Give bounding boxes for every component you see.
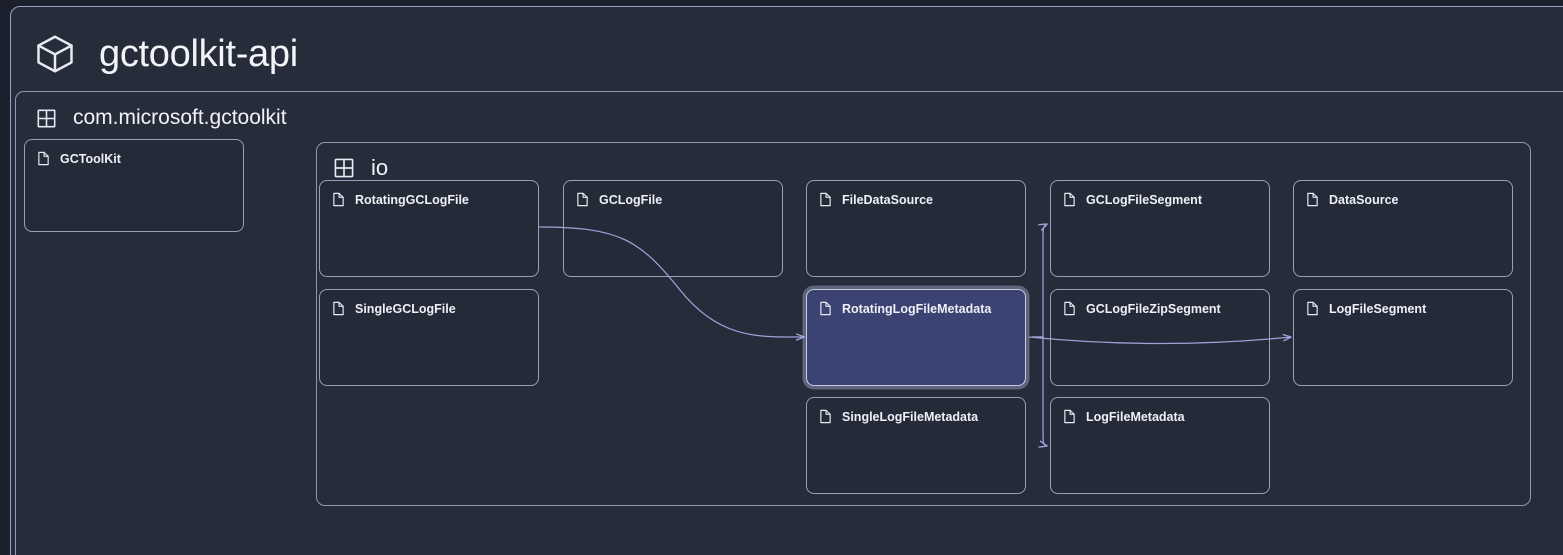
- file-icon: [819, 301, 832, 316]
- class-name: DataSource: [1329, 192, 1399, 207]
- class-label: RotatingLogFileMetadata: [819, 301, 991, 316]
- class-label: DataSource: [1306, 192, 1398, 207]
- package-grid-icon: [36, 108, 57, 129]
- file-icon: [1063, 409, 1076, 424]
- class-box-rotatinggclogfile[interactable]: RotatingGCLogFile: [319, 180, 539, 277]
- class-label: LogFileMetadata: [1063, 409, 1185, 424]
- module-title: gctoolkit-api: [99, 32, 298, 75]
- file-icon: [1306, 301, 1319, 316]
- class-label: SingleGCLogFile: [332, 301, 456, 316]
- file-icon: [1063, 301, 1076, 316]
- class-name: SingleLogFileMetadata: [842, 409, 979, 424]
- package-header: io: [333, 155, 388, 181]
- class-name: GCToolKit: [60, 151, 121, 166]
- class-box-logfilesegment[interactable]: LogFileSegment: [1293, 289, 1513, 386]
- class-name: GCLogFile: [599, 192, 663, 207]
- package-title: com.microsoft.gctoolkit: [73, 106, 287, 129]
- class-box-gclogfilezipsegment[interactable]: GCLogFileZipSegment: [1050, 289, 1270, 386]
- class-name: FileDataSource: [842, 192, 934, 207]
- module-panel[interactable]: gctoolkit-api com.microsoft.gctoolkit: [10, 6, 1563, 555]
- class-name: LogFileMetadata: [1086, 409, 1185, 424]
- file-icon: [819, 192, 832, 207]
- class-name: LogFileSegment: [1329, 301, 1427, 316]
- file-icon: [576, 192, 589, 207]
- file-icon: [1306, 192, 1319, 207]
- package-header: com.microsoft.gctoolkit: [36, 106, 287, 130]
- class-label: GCLogFile: [576, 192, 662, 207]
- class-box-rotatinglogfilemetadata[interactable]: RotatingLogFileMetadata: [806, 289, 1026, 386]
- package-title: io: [371, 155, 389, 180]
- class-box-gclogfile[interactable]: GCLogFile: [563, 180, 783, 277]
- cube-icon: [33, 32, 77, 76]
- class-box-datasource[interactable]: DataSource: [1293, 180, 1513, 277]
- class-name: RotatingGCLogFile: [355, 192, 469, 207]
- file-icon: [37, 151, 50, 166]
- module-header: gctoolkit-api: [33, 23, 298, 85]
- file-icon: [332, 301, 345, 316]
- class-name: GCLogFileSegment: [1086, 192, 1202, 207]
- class-name: SingleGCLogFile: [355, 301, 456, 316]
- file-icon: [819, 409, 832, 424]
- class-box-singlegclogfile[interactable]: SingleGCLogFile: [319, 289, 539, 386]
- class-box-gclogfilesegment[interactable]: GCLogFileSegment: [1050, 180, 1270, 277]
- file-icon: [1063, 192, 1076, 207]
- class-box-logfilemetadata[interactable]: LogFileMetadata: [1050, 397, 1270, 494]
- class-label: FileDataSource: [819, 192, 933, 207]
- class-box-filedatasource[interactable]: FileDataSource: [806, 180, 1026, 277]
- class-box-gctoolkit[interactable]: GCToolKit: [24, 139, 244, 232]
- class-label: LogFileSegment: [1306, 301, 1426, 316]
- class-label: SingleLogFileMetadata: [819, 409, 978, 424]
- package-grid-icon: [333, 157, 355, 179]
- class-label: GCLogFileSegment: [1063, 192, 1202, 207]
- class-label: RotatingGCLogFile: [332, 192, 469, 207]
- file-icon: [332, 192, 345, 207]
- class-label: GCToolKit: [37, 151, 121, 166]
- class-label: GCLogFileZipSegment: [1063, 301, 1221, 316]
- class-name: RotatingLogFileMetadata: [842, 301, 992, 316]
- class-name: GCLogFileZipSegment: [1086, 301, 1221, 316]
- class-box-singlelogfilemetadata[interactable]: SingleLogFileMetadata: [806, 397, 1026, 494]
